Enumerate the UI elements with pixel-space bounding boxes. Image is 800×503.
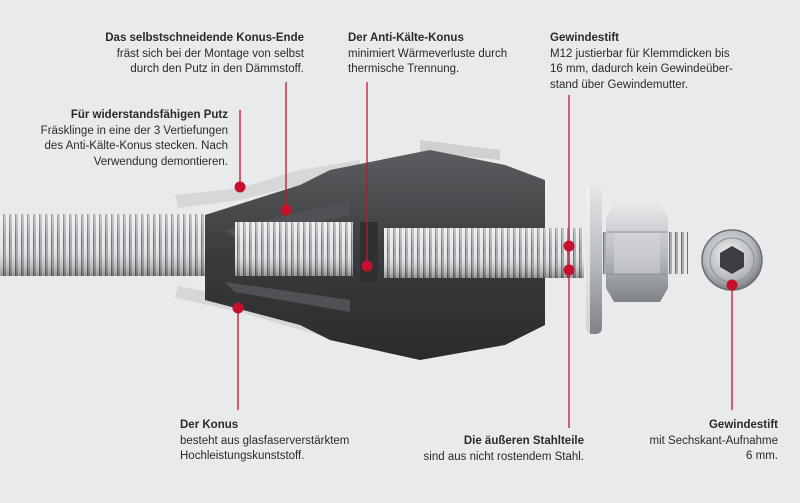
- dot-anti-cold: [361, 260, 373, 272]
- dot-cone: [232, 302, 244, 314]
- label-cone-end: Das selbstschneidende Konus-Ende fräst s…: [105, 31, 304, 78]
- label-threaded-pin-top: Gewindestift M12 justierbar für Klemmdic…: [550, 31, 733, 93]
- label-steel-parts-text: sind aus nicht rostendem Stahl.: [423, 450, 584, 463]
- washer: [586, 186, 602, 334]
- label-threaded-pin-top-title: Gewindestift: [550, 32, 620, 44]
- label-cone-end-title: Das selbstschneidende Konus-Ende: [105, 32, 304, 44]
- leader-lines: [237, 82, 733, 428]
- label-cone-end-text: fräst sich bei der Montage von selbst du…: [116, 47, 304, 76]
- label-threaded-pin-bottom-title: Gewindestift: [708, 419, 778, 431]
- cone-body: [205, 150, 545, 360]
- hex-socket-end-view: [701, 229, 763, 291]
- dot-plaster: [234, 181, 246, 193]
- label-plaster-text: Fräsklinge in eine der 3 Vertiefungen de…: [40, 124, 228, 168]
- threaded-rod-right: [668, 232, 688, 274]
- dot-cone-end: [280, 204, 292, 216]
- label-anti-cold-text: minimiert Wärmeverluste durch thermische…: [348, 47, 508, 76]
- dot-threaded-pin: [563, 240, 575, 252]
- label-threaded-pin-bottom-text: mit Sechskant-Aufnahme 6 mm.: [649, 434, 778, 463]
- label-cone-title: Der Konus: [180, 419, 239, 431]
- hex-nut: [606, 205, 668, 302]
- dot-threaded-pin-end: [726, 279, 738, 291]
- dot-steel-parts: [563, 264, 575, 276]
- label-anti-cold-title: Der Anti-Kälte-Konus: [348, 32, 464, 44]
- label-plaster: Für widerstandsfähigen Putz Fräsklinge i…: [41, 108, 228, 170]
- marker-dots: [232, 181, 738, 314]
- label-steel-parts-title: Die äußeren Stahlteile: [463, 435, 584, 447]
- threaded-rod-inside: [235, 222, 584, 278]
- label-steel-parts: Die äußeren Stahlteile sind aus nicht ro…: [424, 434, 584, 465]
- label-threaded-pin-top-text: M12 justierbar für Klemmdicken bis 16 mm…: [550, 47, 733, 91]
- label-anti-cold: Der Anti-Kälte-Konus minimiert Wärmeverl…: [348, 31, 507, 78]
- label-plaster-title: Für widerstandsfähigen Putz: [70, 109, 228, 121]
- label-cone-text: besteht aus glasfaserverstärktem Hochlei…: [180, 434, 350, 463]
- label-threaded-pin-bottom: Gewindestift mit Sechskant-Aufnahme 6 mm…: [650, 418, 778, 465]
- label-cone: Der Konus besteht aus glasfaserverstärkt…: [180, 418, 349, 465]
